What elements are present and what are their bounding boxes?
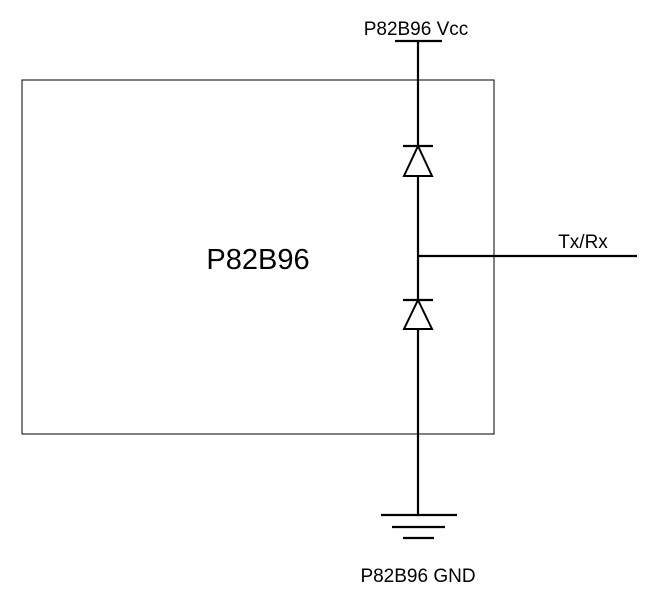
- lower-diode-triangle: [402, 297, 434, 330]
- lower-diode-icon: [402, 297, 434, 330]
- txrx-label: Tx/Rx: [558, 232, 608, 253]
- upper-diode-icon: [402, 143, 434, 177]
- vcc-label: P82B96 Vcc: [364, 19, 469, 40]
- chip-label: P82B96: [206, 244, 309, 276]
- upper-diode-triangle: [402, 143, 434, 177]
- ground-icon: [381, 513, 457, 540]
- gnd-label: P82B96 GND: [360, 566, 475, 587]
- chip-box: [21, 79, 495, 435]
